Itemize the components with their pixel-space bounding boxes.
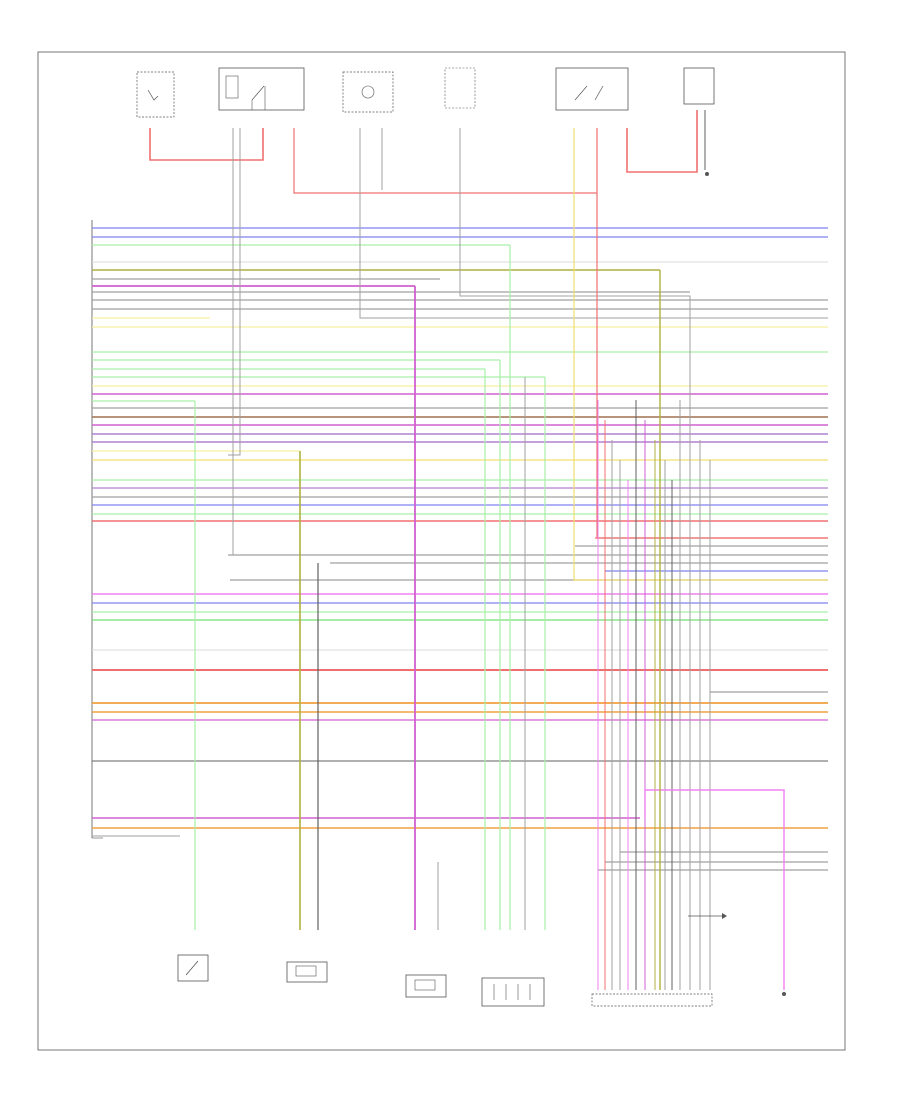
bottom-component-6-ground [782, 992, 786, 996]
arrow-icon [688, 913, 727, 919]
bottom-component-4 [481, 977, 545, 1007]
top-component-3 [342, 71, 394, 113]
top-component-2-relay [218, 67, 305, 111]
sensor-signal-wire [359, 128, 828, 319]
relay-return-wire [232, 128, 828, 556]
bottom-component-1 [177, 954, 209, 982]
wire-group [92, 227, 828, 871]
relay2-yellow-wire [573, 128, 828, 581]
ground-feed-wire [644, 789, 785, 990]
vertical-wire-group [149, 110, 828, 990]
top-component-6 [683, 67, 715, 105]
top-component-1 [136, 71, 175, 118]
bottom-component-2 [286, 961, 328, 983]
top-component-4 [444, 67, 476, 109]
relay-sense-wire [228, 128, 241, 456]
top-component-5-relay [555, 67, 629, 111]
bottom-component-3 [405, 974, 447, 998]
bottom-component-5-connector [591, 993, 713, 1007]
relay-feed-wire [293, 128, 598, 194]
battery-feed-wire [149, 128, 264, 161]
relay2-red-wire [596, 193, 828, 539]
diagram-frame [37, 51, 846, 1051]
fuel-pump-feed-wire [626, 110, 698, 173]
ground-icon [705, 172, 709, 176]
